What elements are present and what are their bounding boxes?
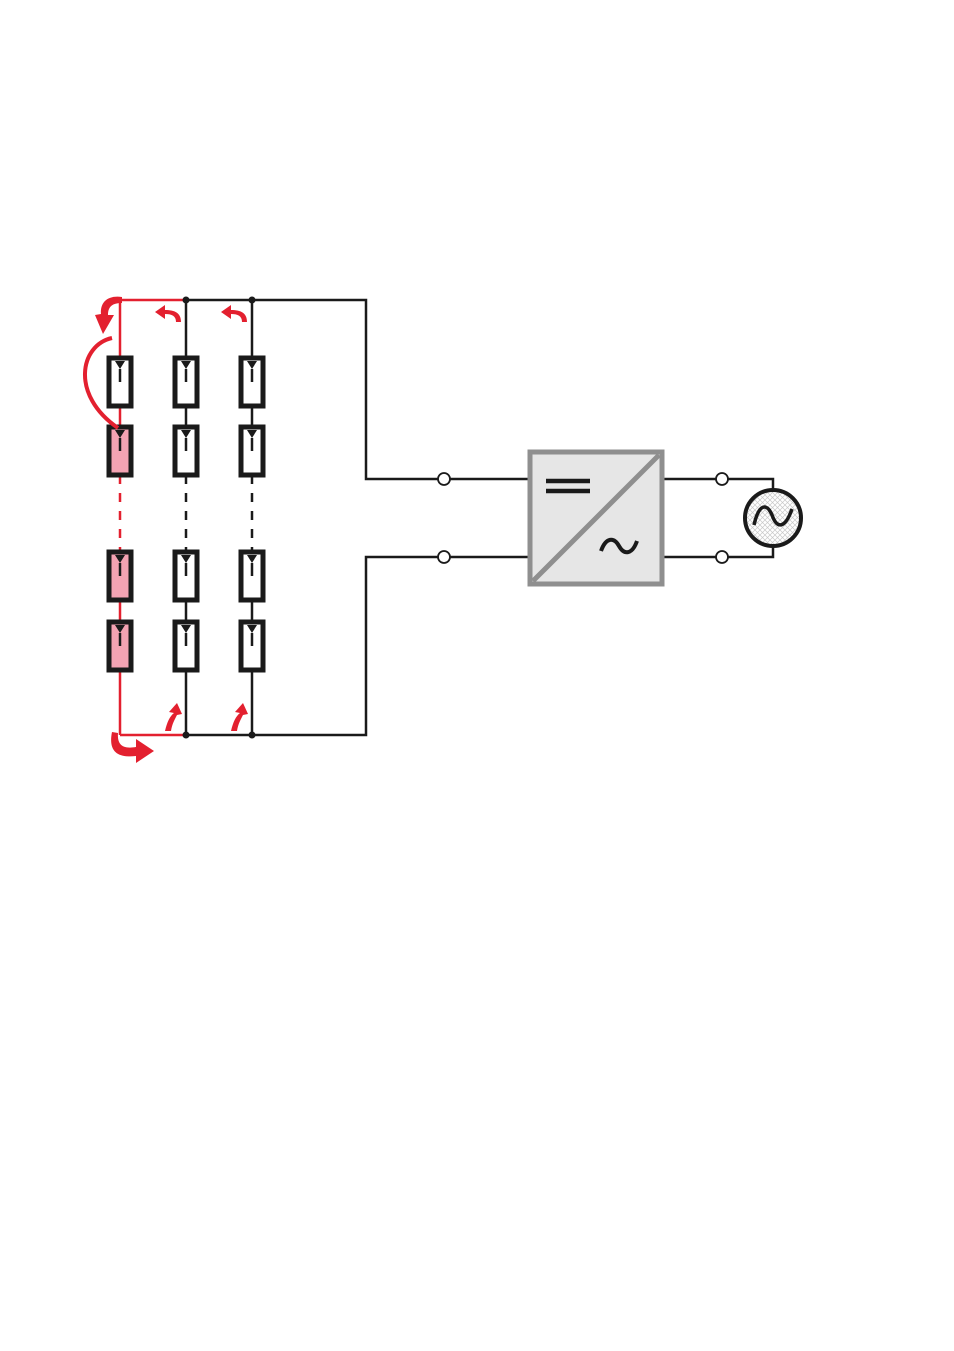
- bus-wiring: [186, 300, 773, 735]
- pv-module-icon: [241, 552, 263, 600]
- top-bus: [186, 300, 444, 479]
- pv-module-icon: [109, 552, 131, 600]
- pv-module-icon: [175, 552, 197, 600]
- pv-module-icon: [175, 427, 197, 475]
- ac-terminal-l: [716, 473, 728, 485]
- curved-arrow-icon: [231, 703, 248, 731]
- ac-terminal-n: [716, 551, 728, 563]
- pv-module-icon: [175, 358, 197, 406]
- pv-strings: [85, 297, 263, 763]
- dc-terminal-minus: [438, 551, 450, 563]
- curved-arrow-icon: [155, 305, 181, 322]
- junction-dot: [183, 297, 190, 304]
- pv-module-icon: [241, 427, 263, 475]
- pv-module-icon: [109, 427, 131, 475]
- ac-grid-source-icon: [745, 490, 801, 546]
- pv-module-icon: [241, 622, 263, 670]
- curved-arrow-icon: [165, 703, 182, 731]
- pv-module-icon: [175, 622, 197, 670]
- junction-dot: [183, 732, 190, 739]
- junction-dot: [249, 732, 256, 739]
- dc-terminal-plus: [438, 473, 450, 485]
- pv-module-icon: [109, 622, 131, 670]
- bottom-bus: [186, 557, 444, 735]
- curved-arrow-icon: [95, 297, 122, 334]
- junction-dot: [249, 297, 256, 304]
- pv-module-icon: [109, 358, 131, 406]
- dc-ac-inverter-icon: [530, 452, 662, 584]
- curved-arrow-icon: [221, 305, 247, 322]
- pv-module-icon: [241, 358, 263, 406]
- curved-arrow-icon: [111, 732, 154, 763]
- grid-top-wire: [728, 479, 773, 490]
- grid-bottom-wire: [728, 546, 773, 557]
